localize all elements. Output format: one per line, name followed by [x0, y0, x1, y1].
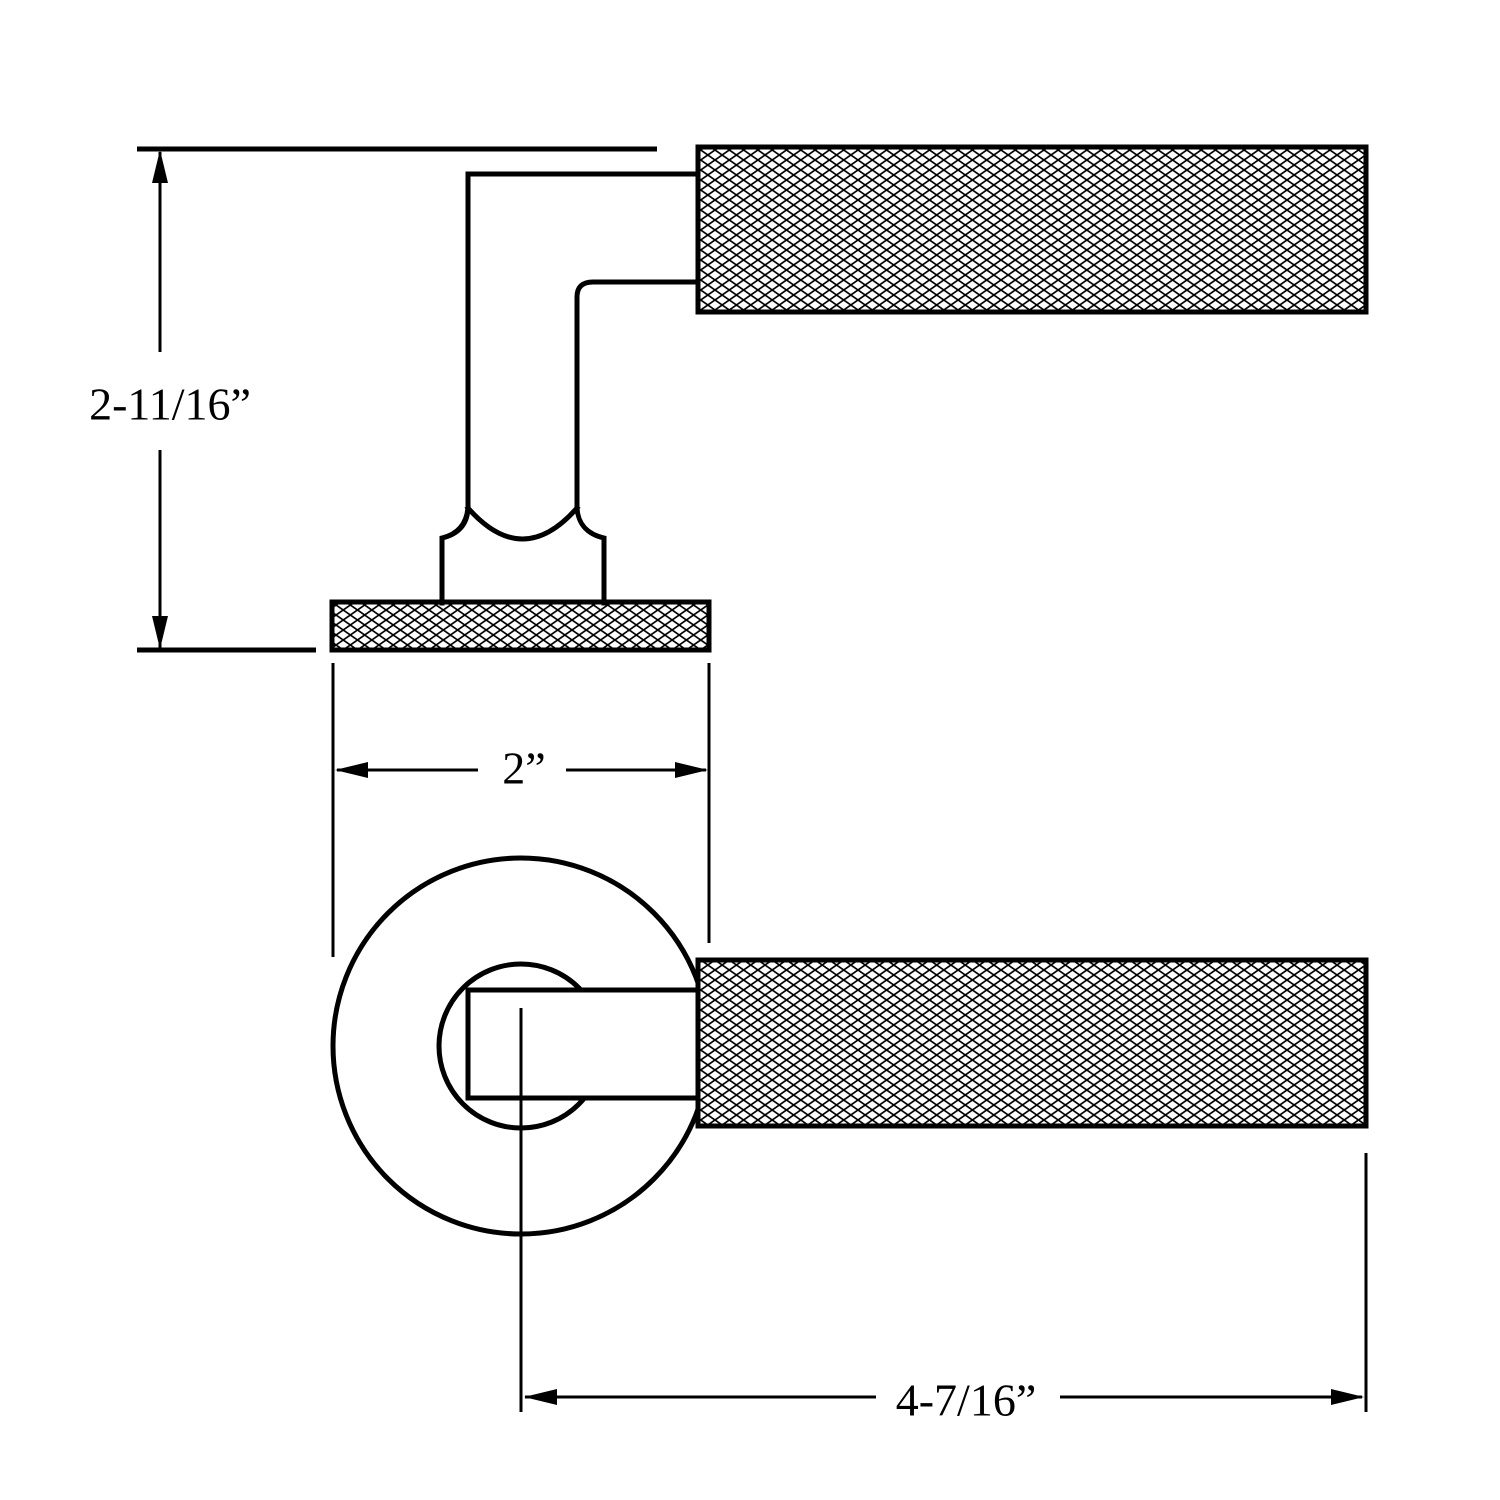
arrowhead-left-icon: [335, 762, 368, 778]
length-dimension-label: 4-7/16”: [896, 1375, 1037, 1426]
spindle-neck: [465, 987, 701, 1101]
front-view: [330, 855, 1369, 1412]
diameter-dimension-label: 2”: [502, 743, 545, 794]
height-dimension-label: 2-11/16”: [89, 379, 251, 430]
lever-grip-front: [695, 957, 1369, 1129]
lever-grip-front-knurling: [695, 957, 1369, 1129]
arrowhead-left-icon: [524, 1389, 557, 1405]
arrowhead-right-icon: [675, 762, 708, 778]
rose-plate-side: [329, 599, 712, 653]
side-view: 2-11/16”: [89, 144, 1369, 653]
lever-grip-side: [695, 144, 1369, 315]
arrowhead-down-icon: [152, 616, 168, 649]
length-dimension: 4-7/16”: [524, 1153, 1368, 1426]
stem-outline: [439, 171, 701, 606]
height-dimension: 2-11/16”: [89, 150, 251, 649]
arrowhead-right-icon: [1331, 1389, 1364, 1405]
diameter-dimension: 2”: [331, 663, 711, 957]
arrowhead-up-icon: [152, 150, 168, 183]
